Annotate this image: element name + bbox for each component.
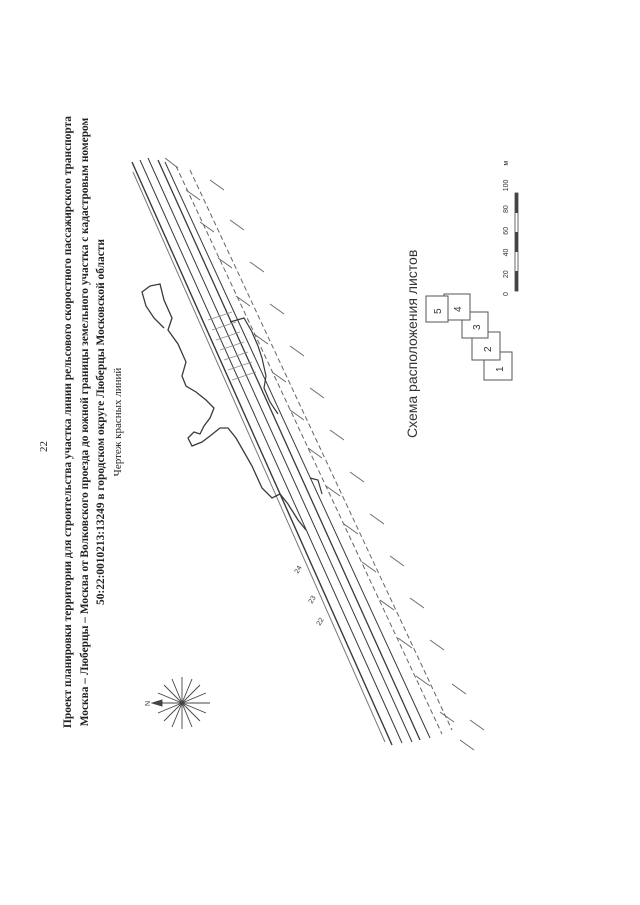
station-hatch [207, 311, 257, 381]
sheet-numbers: 1 2 3 4 5 [433, 306, 506, 372]
sheet-number-3: 3 [472, 324, 483, 330]
compass-north-label: N [145, 701, 152, 706]
red-line-boundary-spur [141, 285, 165, 329]
red-line-boundary-left [149, 283, 307, 531]
sheet-number-1: 1 [495, 366, 506, 372]
sheet-5 [425, 295, 449, 323]
sheet-3 [461, 311, 489, 339]
plan-labels: 24 23 22 [294, 565, 326, 627]
sheet-layout-label: Схема расположения листов [404, 249, 420, 438]
plan-label-23: 23 [308, 595, 318, 605]
red-line-boundary-right [229, 317, 279, 415]
sheet-number-2: 2 [483, 346, 494, 352]
plan-label-22: 22 [316, 617, 326, 627]
sheet-number-5: 5 [433, 308, 444, 314]
rail-corridor [131, 157, 453, 746]
sheet-number-4: 4 [453, 306, 464, 312]
compass-rose-icon [150, 677, 210, 729]
scale-bar-ticks: 0 20 40 60 80 100 м [503, 160, 510, 296]
plan-label-24: 24 [294, 565, 304, 575]
scale-bar [514, 192, 519, 292]
red-line-boundary-notch [309, 477, 323, 495]
sheet-layout-scheme [425, 293, 513, 381]
side-hatching [164, 157, 485, 751]
